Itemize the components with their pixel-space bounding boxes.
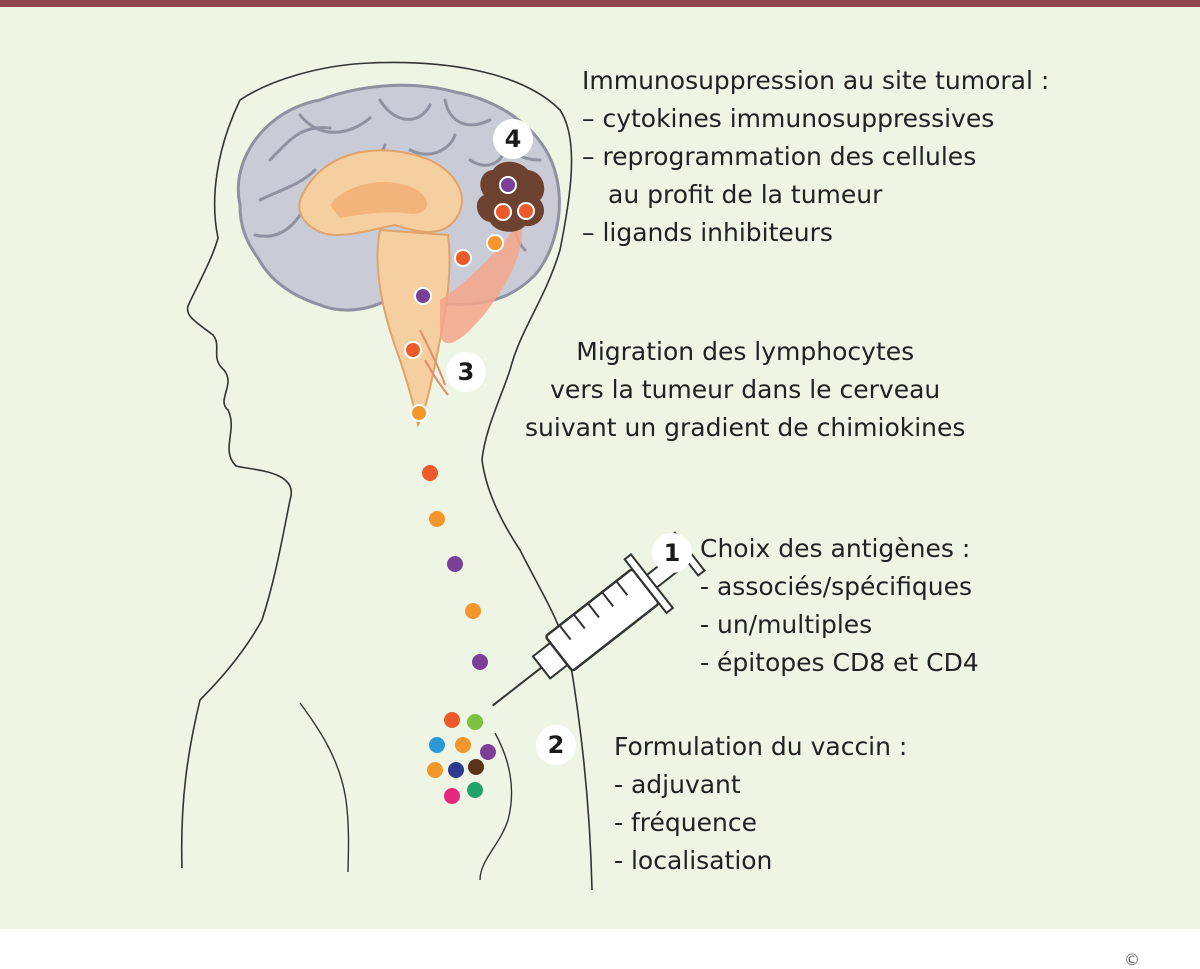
step-4-item: – reprogrammation des cellules [582, 142, 977, 171]
lymphocyte-dot [486, 234, 504, 252]
lymphocyte-dot [472, 654, 488, 670]
step-4-item: – ligands inhibiteurs [582, 218, 833, 247]
shoulder-contour-line [299, 702, 350, 873]
step-4-item-continued: au profit de la tumeur [608, 180, 883, 209]
lymphocyte-dot [414, 287, 432, 305]
lymphocyte-dot [467, 782, 483, 798]
lymphocyte-dot [499, 176, 517, 194]
copyright-mark: © [1124, 950, 1140, 969]
step-3-badge: 3 [446, 352, 486, 392]
lymphocyte-dot [454, 249, 472, 267]
step-2-badge: 2 [536, 725, 576, 765]
step-2-text: Formulation du vaccin : - adjuvant - fré… [614, 728, 907, 880]
step-1-item: - un/multiples [700, 610, 873, 639]
neck-contour-line [479, 732, 513, 881]
step-1-text: Choix des antigènes : - associés/spécifi… [700, 530, 979, 682]
lymphocyte-dot [455, 737, 471, 753]
step-1-badge: 1 [652, 533, 692, 573]
step-4-badge: 4 [493, 119, 533, 159]
lymphocyte-dot [444, 712, 460, 728]
lymphocyte-dot [427, 762, 443, 778]
lymphocyte-dot [404, 341, 422, 359]
step-3-text: Migration des lymphocytes vers la tumeur… [525, 333, 965, 447]
lymphocyte-dot [429, 511, 445, 527]
step-2-item: - adjuvant [614, 770, 741, 799]
step-4-item: – cytokines immunosuppressives [582, 104, 995, 133]
step-4-heading: Immunosuppression au site tumoral : [582, 66, 1050, 95]
step-4-text: Immunosuppression au site tumoral : – cy… [582, 62, 1049, 252]
step-2-heading: Formulation du vaccin : [614, 732, 908, 761]
head-silhouette-outline [180, 61, 593, 891]
lymphocyte-dot [422, 465, 438, 481]
lymphocyte-dot [468, 759, 484, 775]
step-3-line: vers la tumeur dans le cerveau [550, 375, 941, 404]
lymphocyte-dot [447, 556, 463, 572]
step-2-item: - fréquence [614, 808, 757, 837]
lymphocyte-dot [410, 404, 428, 422]
step-1-item: - associés/spécifiques [700, 572, 972, 601]
lymphocyte-dots [404, 176, 535, 804]
step-3-line: suivant un gradient de chimiokines [525, 413, 966, 442]
lymphocyte-dot [467, 714, 483, 730]
header-bar [0, 0, 1200, 7]
lymphocyte-dot [444, 788, 460, 804]
diagram-panel [0, 7, 1200, 929]
step-3-line: Migration des lymphocytes [576, 337, 915, 366]
lymphocyte-dot [448, 762, 464, 778]
step-2-item: - localisation [614, 846, 773, 875]
lymphocyte-dot [429, 737, 445, 753]
step-1-heading: Choix des antigènes : [700, 534, 971, 563]
lymphocyte-dot [517, 202, 535, 220]
lymphocyte-dot [494, 203, 512, 221]
lymphocyte-dot [480, 744, 496, 760]
lymphocyte-dot [465, 603, 481, 619]
step-1-item: - épitopes CD8 et CD4 [700, 648, 979, 677]
